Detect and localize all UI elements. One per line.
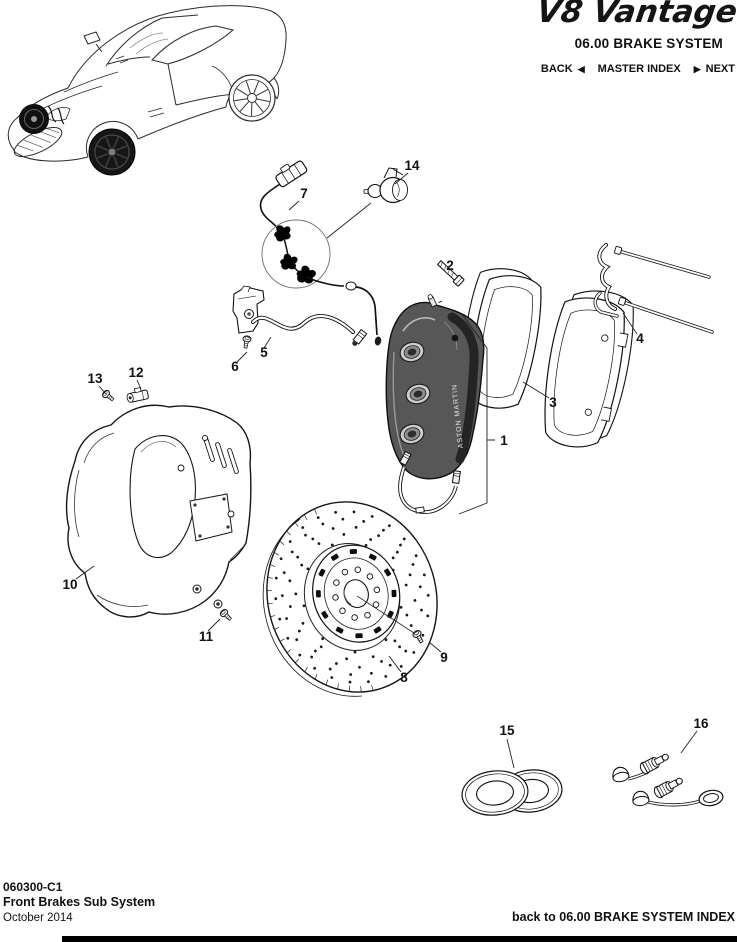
bottom-bar: [62, 936, 737, 942]
car-location-illustration: [7, 5, 287, 176]
part-pad-pins: [614, 246, 714, 334]
part-brake-hose: [251, 314, 368, 346]
nav-back-link[interactable]: BACK: [540, 63, 573, 75]
part-brake-disc: [262, 501, 438, 697]
part-washers-15: [461, 769, 563, 816]
callout-2: 2: [446, 258, 454, 273]
nav-next-link[interactable]: NEXT: [705, 63, 735, 75]
nav-bar: BACK ◀ MASTER INDEX ▶ NEXT: [541, 63, 735, 75]
part-dust-shield: [65, 404, 252, 618]
part-bolt-2: [436, 260, 465, 287]
callout-4: 4: [636, 331, 644, 346]
callout-9: 9: [440, 650, 448, 665]
leader-lines: [75, 172, 698, 769]
next-arrow-icon: ▶: [693, 63, 701, 74]
callout-11: 11: [199, 629, 214, 644]
section-title: 06.00 BRAKE SYSTEM: [574, 36, 723, 51]
abs-connector: [275, 160, 308, 188]
part-hose-bracket: [232, 285, 265, 334]
callout-labels: 1 2 3 4 5 6 7 8 9 10 11 12 13 14 15 16: [62, 158, 709, 738]
callout-8: 8: [400, 670, 408, 685]
nav-master-index-link[interactable]: MASTER INDEX: [597, 63, 681, 75]
back-to-index-link[interactable]: back to 06.00 BRAKE SYSTEM INDEX: [512, 910, 735, 924]
callout-3: 3: [549, 395, 557, 410]
part-clip-12: [126, 387, 149, 403]
part-screw-6: [240, 334, 252, 350]
back-arrow-icon: ◀: [577, 63, 585, 74]
part-bleed-screws-16: [610, 749, 724, 808]
callout-13: 13: [87, 371, 103, 386]
part-brake-pads: [461, 268, 634, 448]
part-sensor-harness: [259, 160, 382, 346]
callout-10: 10: [62, 577, 77, 592]
callout-16: 16: [693, 716, 709, 731]
callout-14: 14: [404, 158, 420, 173]
part-grommet-14: [363, 167, 408, 204]
document-code: 060300-C1: [3, 880, 63, 894]
part-caliper: ASTON MARTIN: [385, 294, 485, 514]
callout-12: 12: [128, 365, 143, 380]
document-title: Front Brakes Sub System: [3, 895, 156, 909]
document-date: October 2014: [3, 912, 73, 924]
callout-1: 1: [500, 433, 508, 448]
callout-5: 5: [260, 345, 268, 360]
callout-7: 7: [300, 186, 308, 201]
part-screw-11: [218, 607, 234, 623]
callout-15: 15: [499, 723, 515, 738]
front-wheel-highlight: [88, 128, 136, 176]
far-front-disc: [19, 104, 65, 134]
part-retaining-spring: [593, 243, 619, 318]
callout-6: 6: [231, 359, 239, 374]
